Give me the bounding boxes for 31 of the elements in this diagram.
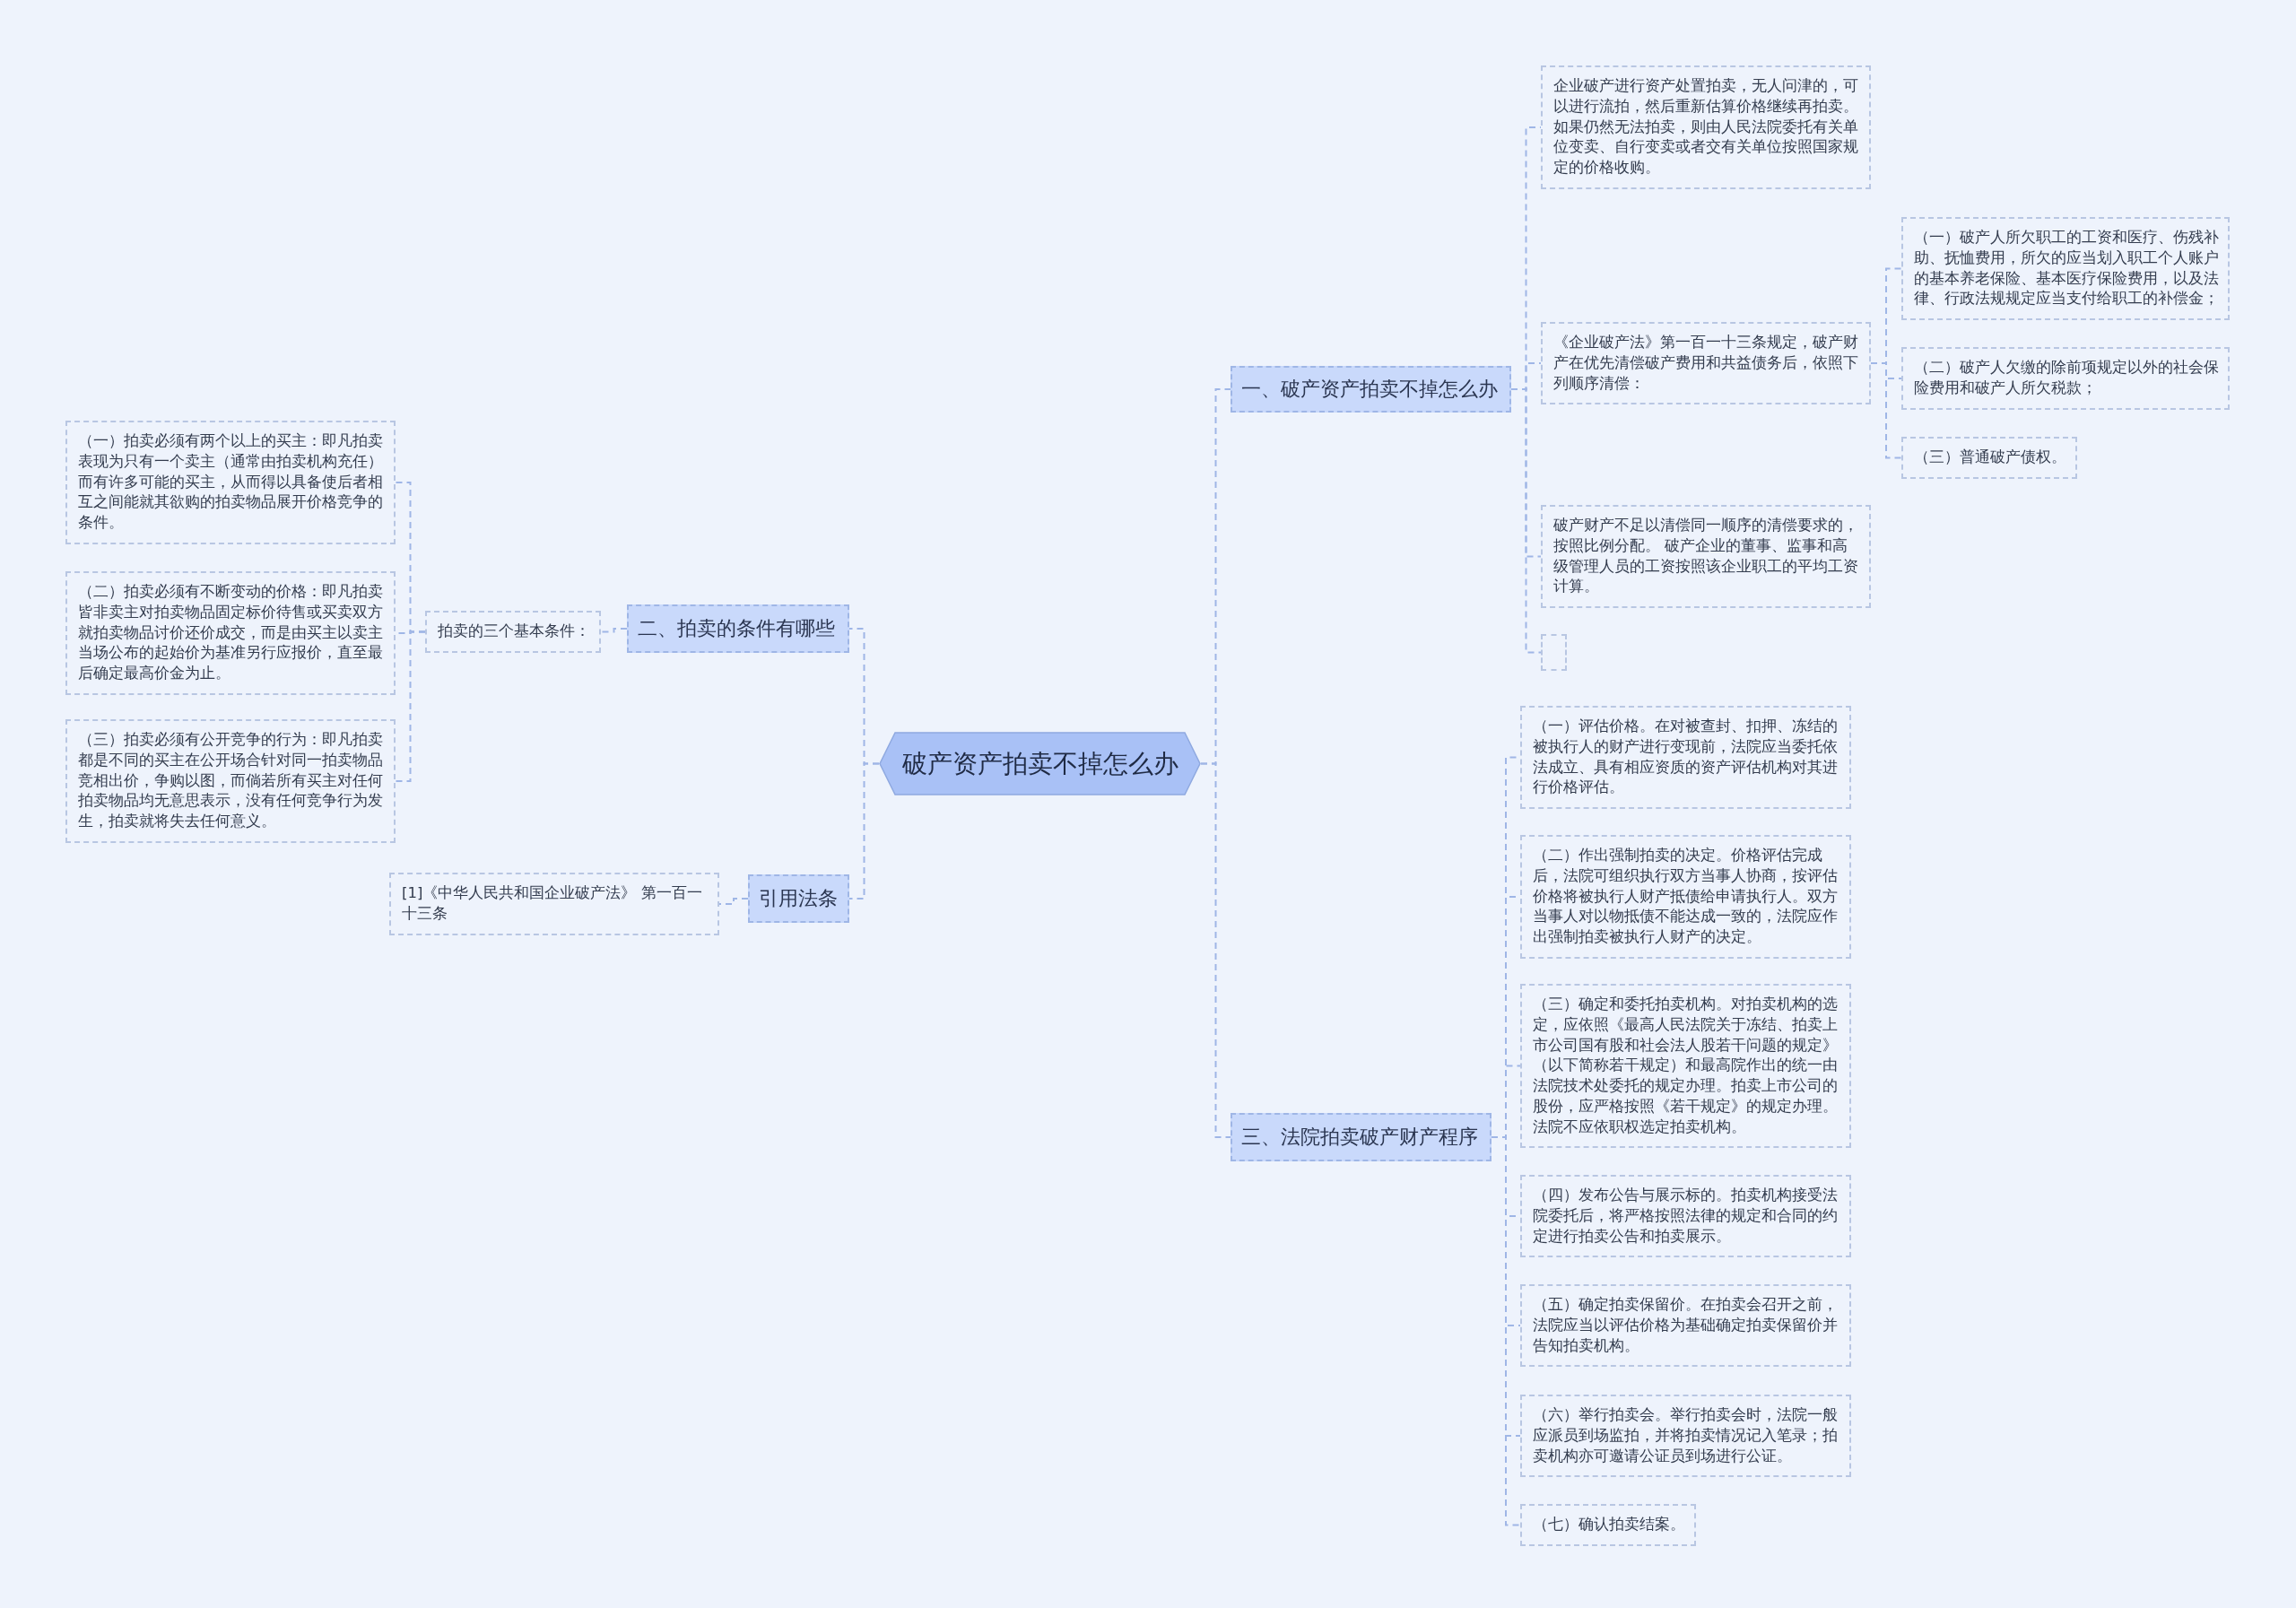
note-card: 拍卖的三个基本条件： [425,611,601,653]
connector-line [848,762,880,900]
note-card: （二）拍卖必须有不断变动的价格：即凡拍卖皆非卖主对拍卖物品固定标价待售或买卖双方就拍卖物品讨价还价成交，而是由买主以卖主当场公布的起始价为基准另行应报价，直至最后确定最高价金为止。 [65,571,396,695]
note-card: 《企业破产法》第一百一十三条规定，破产财产在优先清偿破产费用和共益债务后，依照下列顺序清偿： [1541,322,1871,405]
note-card: （一）拍卖必须有两个以上的买主：即凡拍卖表现为只有一个卖主（通常由拍卖机构充任）而有许多可能的买主，从而得以具备使后者相互之间能就其欲购的拍卖物品展开价格竞争的条件。 [65,421,396,544]
note-card: （一）破产人所欠职工的工资和医疗、伤残补助、抚恤费用，所欠的应当划入职工个人账户的基本养老保险、基本医疗保险费用，以及法律、行政法规规定应当支付给职工的补偿金； [1901,217,2230,321]
note-card: （二）破产人欠缴的除前项规定以外的社会保险费用和破产人所欠税款； [1901,347,2230,410]
note-card: 企业破产进行资产处置拍卖，无人问津的，可以进行流拍，然后重新估算价格继续再拍卖。如果仍然无法拍卖，则由人民法院委托有关单位变卖、自行变卖或者交有关单位按照国家规定的价格收购。 [1541,65,1871,189]
topic-label: 破产资产拍卖不掉怎么办 [901,747,1178,780]
note-card: （三）拍卖必须有公开竞争的行为：即凡拍卖都是不同的买主在公开场合针对同一拍卖物品竞相出价，争购以图，而倘若所有买主对任何拍卖物品均无意思表示，没有任何竞争行为发生，拍卖就将失去任何意义。 [65,719,396,843]
connector-line [1200,762,1231,1138]
note-card: （一）评估价格。在对被查封、扣押、冻结的被执行人的财产进行变现前，法院应当委托依法成立、具有相应资质的资产评估机构对其进行价格评估。 [1520,706,1851,810]
empty-topic [1541,634,1567,671]
connector-line [1510,388,1542,654]
note-card: （三）普通破产债权。 [1901,437,2077,479]
connector-line [1870,362,1902,459]
branch-topic: 引用法条 [748,874,849,923]
connector-line [395,630,426,782]
note-card: （六）举行拍卖会。举行拍卖会时，法院一般应派员到场监拍，并将拍卖情况记入笔录；拍卖机构亦可邀请公证员到场进行公证。 [1520,1395,1851,1478]
note-card: 破产财产不足以清偿同一顺序的清偿要求的，按照比例分配。 破产企业的董事、监事和高级管理人员的工资按照该企业职工的平均工资计算。 [1541,505,1871,609]
note-card: （七）确认拍卖结案。 [1520,1504,1696,1546]
note-card: （二）作出强制拍卖的决定。价格评估完成后，法院可组织执行双方当事人协商，按评估价格将被执行人财产抵债给申请执行人。双方当事人对以物抵债不能达成一致的，法院应作出强制拍卖被执行人财产的决定。 [1520,835,1851,959]
connector-line [718,898,749,905]
note-card: （四）发布公告与展示标的。拍卖机构接受法院委托后，将严格按照法律的规定和合同的约定进行拍卖公告和拍卖展示。 [1520,1175,1851,1258]
note-card: （五）确定拍卖保留价。在拍卖会召开之前，法院应当以评估价格为基础确定拍卖保留价并告知拍卖机构。 [1520,1284,1851,1368]
branch-topic: 二、拍卖的条件有哪些 [627,604,849,653]
note-card: [1]《中华人民共和国企业破产法》 第一百一十三条 [389,873,719,935]
connector-line [600,628,628,633]
branch-topic: 三、法院拍卖破产财产程序 [1231,1113,1492,1161]
branch-topic: 一、破产资产拍卖不掉怎么办 [1231,366,1511,413]
note-card: （三）确定和委托拍卖机构。对拍卖机构的选定，应依照《最高人民法院关于冻结、拍卖上市公司国有股和社会法人股若干问题的规定》（以下简称若干规定）和最高院作出的统一由法院技术处委托的规定办理。拍卖上市公司的股份，应严格按照《若干规定》的规定办理。法院不应依职权选定拍卖机构。 [1520,984,1851,1149]
